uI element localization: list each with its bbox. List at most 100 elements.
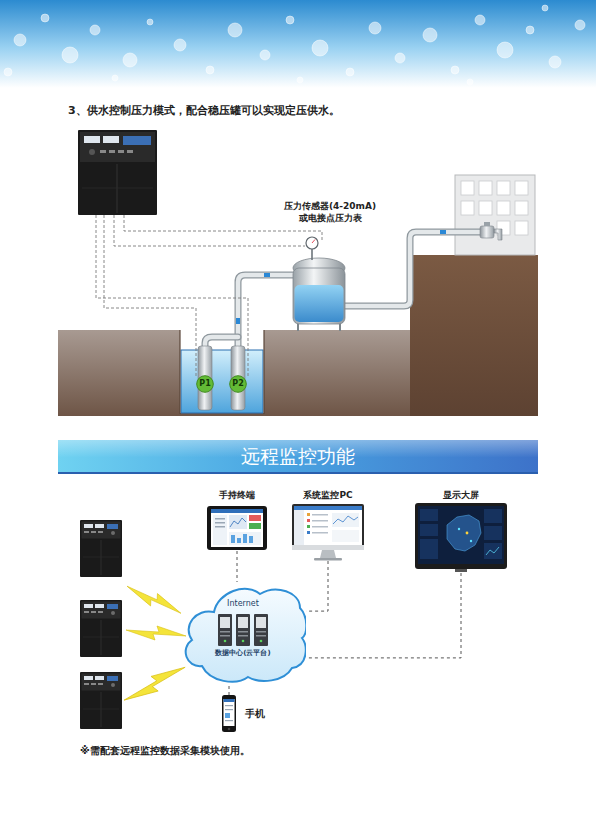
water-banner-part-part <box>112 75 118 81</box>
display-wall-part <box>484 543 502 559</box>
building-part-part <box>461 181 474 195</box>
display-wall-part <box>415 503 507 569</box>
water-banner-part-part <box>542 5 548 11</box>
tablet-device-part <box>215 526 225 528</box>
phone-device-part <box>225 705 233 706</box>
water-pipes-part <box>238 275 294 350</box>
building-part-part <box>515 181 528 195</box>
pump-circle-part <box>197 376 214 393</box>
faucet-part <box>484 222 490 226</box>
signal-wires-part <box>104 215 196 376</box>
water-banner-part-part <box>62 47 78 63</box>
ground-part <box>58 330 180 416</box>
water-banner-part-part <box>312 40 328 56</box>
signal-wires-part <box>124 215 322 240</box>
control-cabinet-part <box>80 132 155 162</box>
water-banner-part-part <box>260 50 270 60</box>
monitor-pc: 系统监控PC <box>288 489 368 561</box>
water-banner-part-part <box>228 23 242 37</box>
water-banner-part-part <box>423 28 437 42</box>
display-wall-part <box>470 540 472 542</box>
signal-wires-part <box>96 215 248 376</box>
pump-node: P1 <box>196 375 214 393</box>
water-pipes-part <box>345 232 482 306</box>
water-banner-part-part <box>41 14 49 22</box>
control-cabinet-part <box>127 150 133 153</box>
display-wall-part <box>486 547 499 555</box>
cloud-shape-part-part <box>220 617 230 628</box>
tablet-device-part <box>230 518 246 527</box>
faucet-part <box>480 226 494 238</box>
water-pipes-part <box>238 275 294 350</box>
water-pipes <box>205 230 482 350</box>
display-wall-part <box>447 515 481 551</box>
tablet-device-part <box>215 522 225 524</box>
monitor-device-part <box>333 516 358 524</box>
phone-device-part <box>224 699 235 702</box>
remote-controllers-part <box>80 672 122 729</box>
monitor-device-part <box>307 519 310 522</box>
ground-part <box>264 330 410 416</box>
remote-controllers <box>80 520 122 729</box>
tablet-device-part <box>215 518 225 520</box>
tablet-device-part <box>243 534 247 543</box>
dashed-connector <box>306 573 461 658</box>
dashed-connector <box>229 686 230 695</box>
signal-wires <box>96 215 322 376</box>
control-cabinet-part <box>103 136 119 143</box>
display-wall-part <box>420 539 438 559</box>
pressure-tank-part <box>295 285 344 322</box>
monitor-device-part <box>312 532 328 534</box>
cloud-shape-part-part <box>256 617 266 628</box>
control-cabinet-part <box>78 130 157 215</box>
display-wall <box>411 503 511 573</box>
cloud-shape-part <box>218 614 232 646</box>
ground <box>58 255 538 416</box>
device-label: 手持终端 <box>203 489 271 501</box>
monitor-device-part <box>307 525 310 528</box>
cloud-shape-part <box>236 614 250 646</box>
water-banner-part-part <box>475 15 485 25</box>
water-banner-part-part <box>147 19 153 25</box>
pump-node: P2 <box>229 375 247 393</box>
faucet-part <box>494 229 502 240</box>
monitor-device-part <box>332 513 359 527</box>
water-banner-part-part <box>346 68 354 76</box>
display-wall-part <box>466 532 469 535</box>
pump-circle-part <box>230 376 247 393</box>
display-wall-part <box>484 509 502 523</box>
water-banner-part-part <box>286 16 294 24</box>
control-cabinet-part <box>123 136 151 145</box>
monitor-device-part <box>312 520 328 522</box>
monitor-device-part <box>312 526 328 528</box>
phone-device-part <box>224 699 235 726</box>
monitor-device-part <box>292 504 364 550</box>
building-part-part <box>479 201 492 215</box>
mobile-phone: 手机 <box>220 695 272 733</box>
water-banner-part-part <box>549 56 561 68</box>
section-intro: 3、供水控制压力模式，配合稳压罐可以实现定压供水。 <box>68 104 548 118</box>
display-wall-part <box>484 526 502 540</box>
water-banner-part-part <box>467 79 473 85</box>
control-cabinet <box>78 130 157 215</box>
control-cabinet-part <box>82 188 153 189</box>
water-banner-part-part <box>395 53 405 63</box>
phone-device-part <box>228 728 231 731</box>
monitor-device-part <box>307 531 310 534</box>
handheld-terminal: 手持终端 <box>203 489 271 551</box>
tablet-device-part <box>211 509 263 513</box>
tablet-device-part <box>249 536 253 543</box>
device-label: 系统监控PC <box>288 489 368 501</box>
tablet-device-part <box>231 535 235 543</box>
building-part-part <box>461 201 474 215</box>
cloud-shape-part-part <box>220 631 230 633</box>
water-banner-part-part <box>526 26 534 34</box>
phone-device-part <box>225 709 233 710</box>
water-banner-part-part <box>174 39 186 51</box>
monitor-device <box>288 504 368 561</box>
phone-device-part <box>225 713 230 718</box>
remote-controllers-part <box>80 600 122 657</box>
control-cabinet-part <box>117 164 118 213</box>
